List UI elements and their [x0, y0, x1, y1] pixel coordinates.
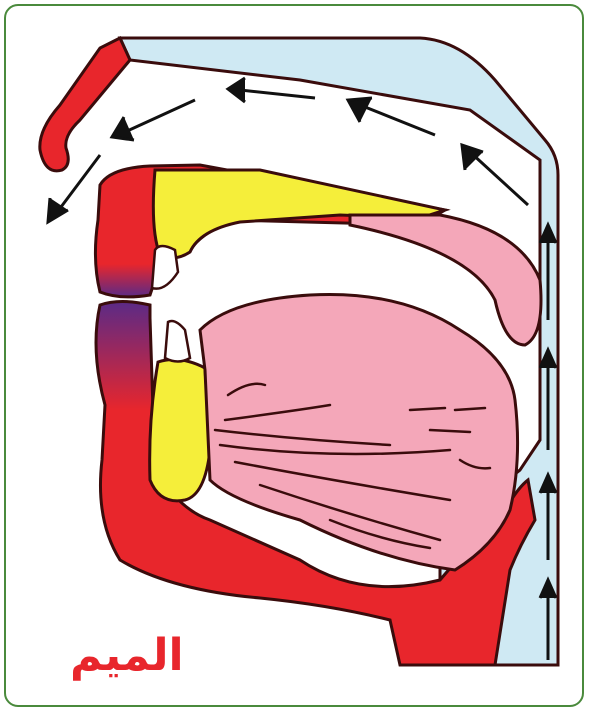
mandible [150, 360, 210, 501]
upper-tooth [152, 246, 178, 289]
airflow-arrow-icon [125, 100, 195, 132]
airflow-arrow-icon [470, 152, 528, 205]
lower-tooth [165, 321, 190, 362]
airflow-arrow-icon [360, 105, 435, 135]
nose [40, 38, 130, 171]
airflow-arrow-icon [240, 90, 315, 98]
letter-caption: الميم [70, 630, 184, 681]
